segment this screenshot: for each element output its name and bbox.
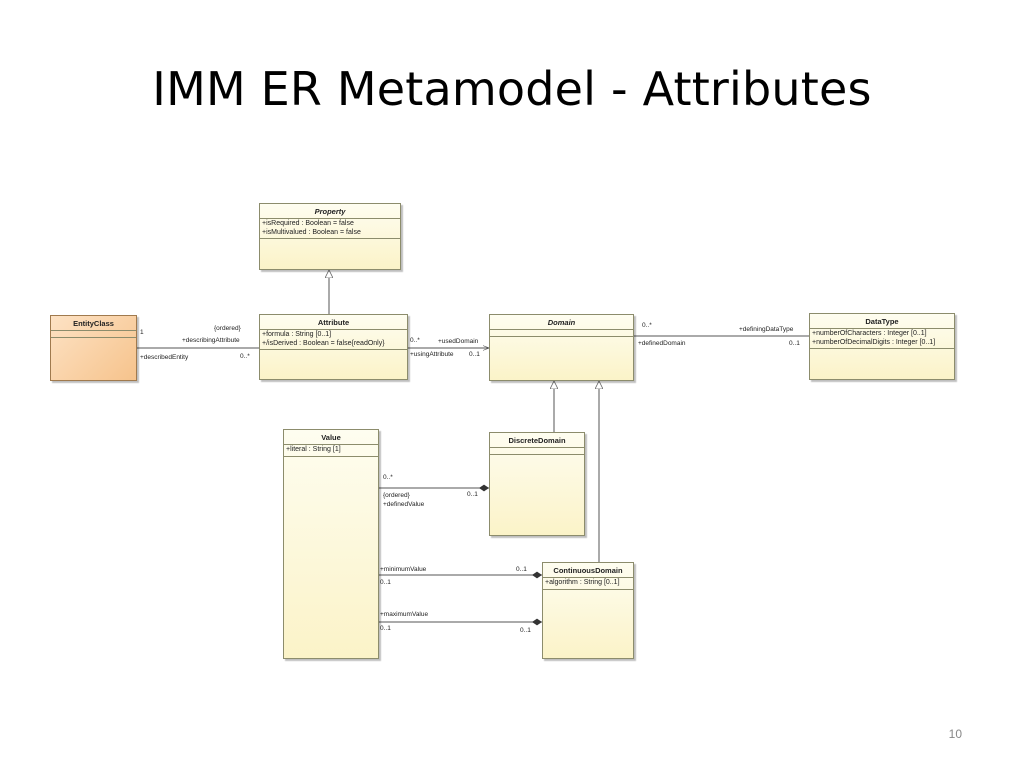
class-value[interactable]: Value +literal : String [1]	[283, 429, 379, 659]
class-name: Value	[284, 430, 378, 445]
multiplicity-label: 0..*	[383, 474, 393, 481]
role-label: +describedEntity	[140, 354, 189, 361]
class-attributes: +literal : String [1]	[284, 445, 378, 457]
class-attribute: +numberOfCharacters : Integer [0..1]	[812, 330, 927, 337]
multiplicity-label: 0..1	[469, 351, 480, 358]
class-attribute: +literal : String [1]	[286, 446, 341, 453]
class-datatype[interactable]: DataType +numberOfCharacters : Integer […	[809, 313, 955, 380]
multiplicity-label: 0..1	[380, 625, 391, 632]
class-name: DataType	[810, 314, 954, 329]
multiplicity-label: 0..1	[516, 566, 527, 573]
class-name: Property	[260, 204, 400, 219]
class-name: DiscreteDomain	[490, 433, 584, 448]
multiplicity-label: 0..*	[410, 337, 420, 344]
class-attributes	[51, 331, 136, 338]
multiplicity-label: 0..1	[520, 627, 531, 634]
role-label: +usingAttribute	[410, 351, 454, 358]
role-label: +minimumValue	[380, 566, 427, 573]
role-label: +maximumValue	[380, 611, 429, 618]
slide-title: IMM ER Metamodel - Attributes	[152, 62, 872, 116]
multiplicity-label: 1	[140, 329, 144, 336]
multiplicity-label: 0..1	[467, 491, 478, 498]
class-name: Attribute	[260, 315, 407, 330]
role-label: +definedValue	[383, 501, 425, 508]
class-continuousdomain[interactable]: ContinuousDomain +algorithm : String [0.…	[542, 562, 634, 659]
class-name: EntityClass	[51, 316, 136, 331]
class-attributes: +numberOfCharacters : Integer [0..1] +nu…	[810, 329, 954, 349]
role-label: +definedDomain	[638, 340, 686, 347]
multiplicity-label: 0..1	[380, 579, 391, 586]
class-name: ContinuousDomain	[543, 563, 633, 578]
class-attribute: +numberOfDecimalDigits : Integer [0..1]	[812, 338, 936, 346]
class-attribute[interactable]: Attribute +formula : String [0..1] +/isD…	[259, 314, 408, 380]
class-attribute: +formula : String [0..1]	[262, 331, 332, 338]
constraint-label: {ordered}	[383, 492, 410, 499]
class-discretedomain[interactable]: DiscreteDomain	[489, 432, 585, 536]
class-entityclass[interactable]: EntityClass	[50, 315, 137, 381]
multiplicity-label: 0..1	[789, 340, 800, 347]
class-attributes	[490, 330, 633, 337]
class-attributes: +algorithm : String [0..1]	[543, 578, 633, 590]
class-attribute: +isMultivalued : Boolean = false	[262, 228, 361, 236]
class-attributes: +formula : String [0..1] +/isDerived : B…	[260, 330, 407, 350]
constraint-label: {ordered}	[214, 325, 241, 332]
class-property[interactable]: Property +isRequired : Boolean = false +…	[259, 203, 401, 270]
class-domain[interactable]: Domain	[489, 314, 634, 381]
class-attributes: +isRequired : Boolean = false +isMultiva…	[260, 219, 400, 239]
class-attribute: +/isDerived : Boolean = false{readOnly}	[262, 339, 385, 347]
page-number: 10	[948, 727, 962, 741]
class-attribute: +algorithm : String [0..1]	[545, 579, 620, 586]
multiplicity-label: 0..*	[240, 353, 250, 360]
role-label: +describingAttribute	[182, 337, 240, 344]
class-attribute: +isRequired : Boolean = false	[262, 220, 354, 227]
role-label: +usedDomain	[438, 338, 479, 345]
role-label: +definingDataType	[739, 326, 794, 333]
class-name: Domain	[490, 315, 633, 330]
multiplicity-label: 0..*	[642, 322, 652, 329]
class-attributes	[490, 448, 584, 455]
